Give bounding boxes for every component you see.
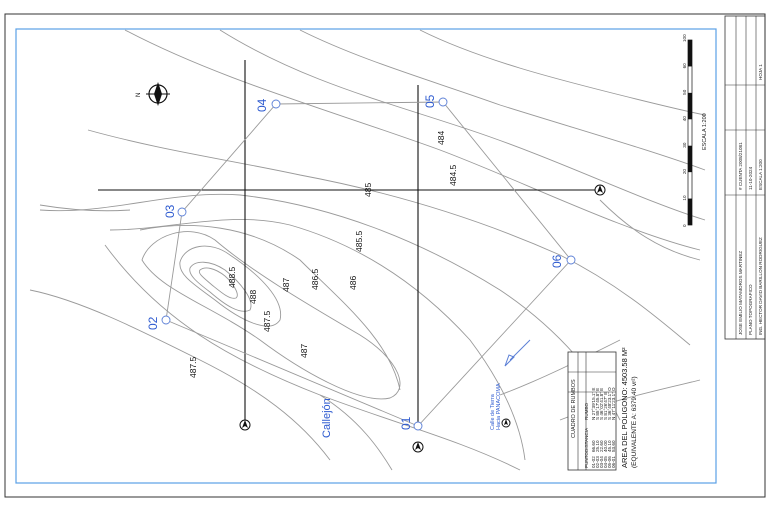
title-block-frame [724, 15, 766, 340]
elevation-label: 487.5 [188, 356, 198, 378]
vertex-label: 01 [399, 416, 413, 430]
bearings-cell: 53.60 [611, 440, 616, 452]
road-direction-arrow [504, 339, 531, 367]
elevation-label: 485.5 [354, 230, 364, 252]
drawing-frame [15, 28, 717, 484]
scale-segment [688, 198, 692, 225]
scale-tick-label: 100 [682, 34, 687, 42]
elevation-label: 484 [436, 131, 446, 145]
bearings-cell: S 46°02'41.8" E [599, 388, 604, 420]
scale-bar-label: ESCALA 1:200 [702, 113, 708, 150]
scale-tick-label: 60 [682, 63, 687, 69]
title-escala: ESCALA 1:200 [758, 159, 763, 190]
scale-tick-label: 50 [682, 89, 687, 95]
elevation-label: 487.5 [262, 310, 272, 332]
vertex-03 [177, 207, 187, 217]
coordinate-marker-road [501, 418, 511, 428]
bearings-header: PUNTO [584, 452, 589, 468]
callejon-label: Callejón [321, 398, 333, 438]
bearings-table-title: CUADRO DE RUMBOS [571, 379, 577, 438]
coordinate-marker-south-1 [239, 419, 251, 431]
elevation-label: 484.5 [448, 164, 458, 186]
elevation-labels: 487.5 487 487 487.5 488 488.5 487 486.5 … [188, 131, 458, 378]
bearings-cell: 25.10 [595, 440, 600, 452]
elevation-label: 488.5 [227, 266, 237, 288]
bearings-cell: 06-01 [611, 456, 616, 468]
scale-tick-label: 40 [682, 116, 687, 122]
bearings-cell: 05-06 [607, 456, 612, 468]
vertex-labels: 01 02 03 04 05 06 [146, 94, 564, 430]
bearings-cell: 45.10 [607, 440, 612, 452]
svg-text:N: N [136, 93, 142, 97]
bearings-header: DISTANCIA [584, 427, 589, 452]
area-line-2: (EQUIVALENTE A: 6379.40 vr²) [631, 376, 638, 468]
vertex-05 [438, 97, 448, 107]
elevation-label: 488 [248, 290, 258, 304]
title-tecnico: ING. HECTOR DAVID BARILLON RODRIGUEZ [758, 237, 763, 335]
vertex-label: 04 [255, 98, 269, 112]
elevation-label: 487 [281, 278, 291, 292]
bearings-cell: 66.60 [591, 440, 596, 452]
road-label-line1: Calle de Tierra [490, 393, 496, 430]
bearings-cell: 01-02 [591, 456, 596, 468]
vertex-label: 03 [163, 204, 177, 218]
area-line-1: AREA DEL POLIGONO: 4503.58 M² [620, 347, 629, 468]
vertex-label: 06 [550, 254, 564, 268]
vertex-label: 02 [146, 316, 160, 330]
coordinate-marker-south-2 [412, 441, 424, 453]
road-label: Calle de Tierra Hacia PANACOMA [490, 383, 502, 430]
scale-segment [688, 40, 692, 67]
title-owner: JOSE EMILIO MATAMOROS MARTINEZ [738, 251, 743, 335]
bearings-cell: 22.60 [599, 440, 604, 452]
bearings-header: RUMBO [584, 402, 589, 420]
bearings-cell: 03-04 [599, 456, 604, 468]
bearings-cell: 04-05 [603, 456, 608, 468]
bearings-cell: S 85°17'45.8" E [595, 388, 600, 420]
bearings-cell: 02-03 [595, 456, 600, 468]
scale-tick-label: 10 [682, 195, 687, 201]
scale-segment [688, 92, 692, 120]
vertex-01 [413, 421, 423, 431]
bearings-cell: S 36°48'23.1" O [607, 387, 612, 420]
scale-tick-label: 30 [682, 142, 687, 148]
bearings-cell: N 27°39'15.1" E [591, 388, 596, 420]
road-label-line2: Hacia PANACOMA [496, 383, 502, 430]
vertex-label: 05 [423, 94, 437, 108]
title-block: JOSE EMILIO MATAMOROS MARTINEZ # CUENTA … [725, 16, 765, 339]
title-cuenta: # CUENTA 2008/21081 [738, 142, 743, 190]
vertex-06 [566, 255, 576, 265]
bearings-cell: S 81°26'47" E [603, 392, 608, 420]
bearings-cell: 40.00 [603, 440, 608, 452]
scale-tick-label: 20 [682, 169, 687, 175]
elevation-label: 486.5 [310, 268, 320, 290]
vertex-04 [271, 99, 281, 109]
coordinate-marker-east [594, 184, 606, 196]
paper-border [4, 13, 766, 498]
scale-bar: 0 10 20 30 40 50 60 100 ESCALA 1:200 [682, 34, 708, 227]
vertex-markers [161, 97, 576, 431]
bearings-cell: N 47°11'23.1" O [611, 387, 616, 420]
title-hoja: HOJA 1 [758, 64, 763, 80]
contour-lines [29, 29, 706, 471]
scale-segment [688, 145, 692, 173]
scale-tick-label: 0 [682, 224, 687, 227]
north-arrow-icon: N [136, 82, 170, 106]
elevation-label: 487 [299, 344, 309, 358]
elevation-label: 486 [348, 276, 358, 290]
vertex-02 [161, 315, 171, 325]
grid-axes [98, 60, 600, 428]
elevation-label: 485 [363, 183, 373, 197]
title-plano: PLANO TOPOGRAFICO [748, 284, 753, 335]
title-date: 11-10-2024 [748, 166, 753, 190]
